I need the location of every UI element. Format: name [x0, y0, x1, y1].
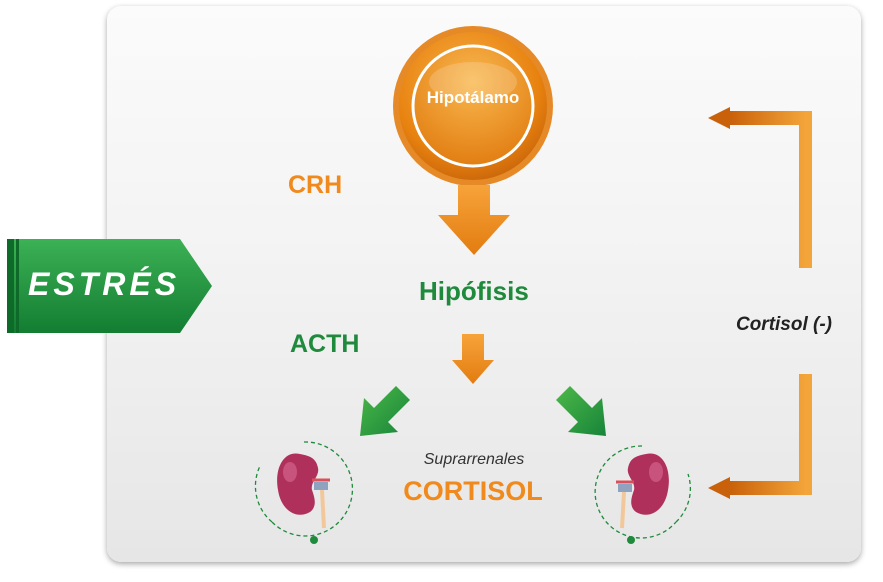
feedback-top-arrow-icon: [708, 107, 812, 268]
feedback-bottom-arrow-icon: [708, 374, 812, 499]
pituitary-label: Hipófisis: [419, 276, 529, 306]
acth-label: ACTH: [290, 330, 360, 358]
hypothalamus-node: [393, 26, 553, 186]
left-kidney-icon: [254, 441, 354, 544]
right-kidney-icon: [594, 445, 692, 544]
hypothalamus-label: Hipotálamo: [426, 88, 520, 107]
stress-banner: [7, 239, 212, 333]
acth-arrow-icon: [452, 334, 494, 384]
right-diagonal-arrow-icon: [556, 386, 606, 436]
adrenal-label: Suprarrenales: [423, 451, 525, 468]
feedback-label: Cortisol (-): [735, 314, 833, 335]
left-diagonal-arrow-icon: [360, 386, 410, 436]
crh-arrow-icon: [438, 185, 510, 255]
cortisol-label: CORTISOL: [403, 476, 543, 506]
stress-label: ESTRÉS: [28, 266, 181, 302]
crh-label: CRH: [288, 171, 343, 199]
